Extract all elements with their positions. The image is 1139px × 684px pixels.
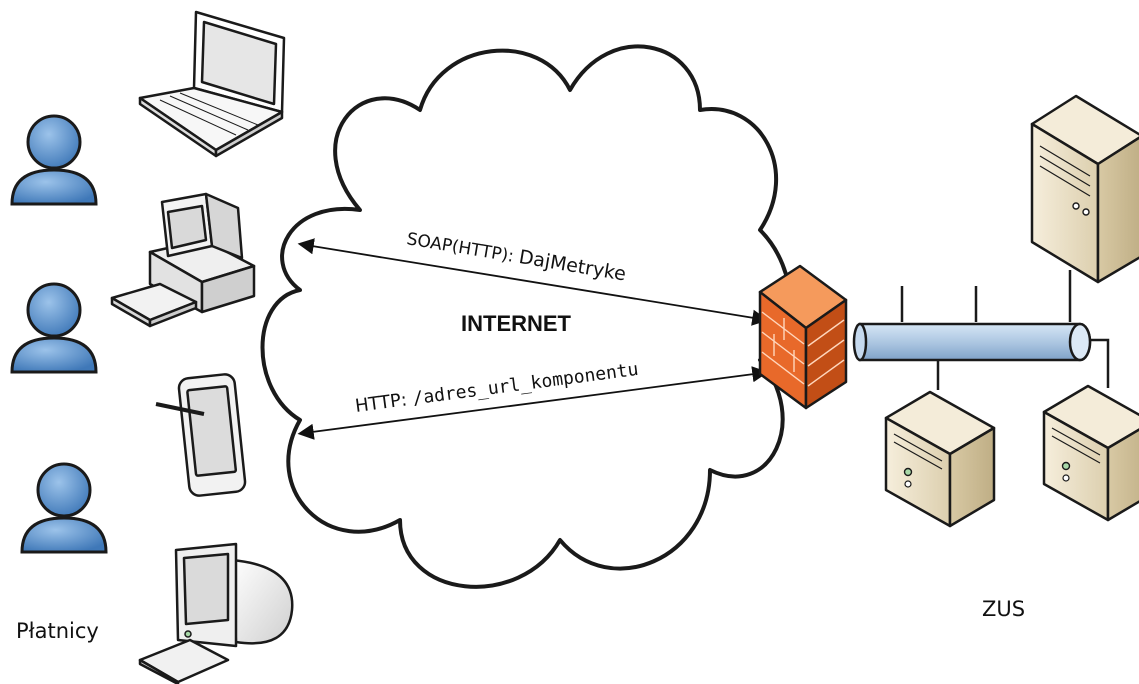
- internet-label: INTERNET: [461, 311, 572, 336]
- crt-monitor-pc-icon: [138, 542, 294, 684]
- soap-arrow: [297, 238, 769, 326]
- tablet-icon: [155, 373, 247, 497]
- tower-server-icon: [1030, 94, 1139, 284]
- tower-server-icon: [884, 390, 996, 528]
- network-bus-icon: [852, 270, 1110, 390]
- user-icon: [10, 282, 98, 374]
- desktop-pc-icon: [110, 192, 256, 328]
- laptop-icon: [138, 10, 286, 158]
- firewall-icon: [758, 264, 848, 410]
- payers-label: Płatnicy: [16, 619, 99, 643]
- user-icon: [20, 462, 108, 554]
- user-icon: [10, 114, 98, 206]
- tower-server-icon: [1042, 384, 1139, 522]
- zus-label: ZUS: [982, 597, 1025, 621]
- http-arrow: [297, 366, 769, 440]
